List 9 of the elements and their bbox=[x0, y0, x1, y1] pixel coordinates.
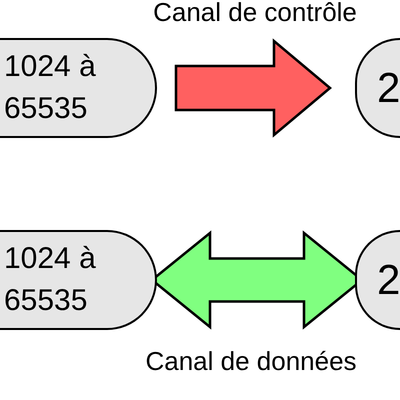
port-number: 1024 à 65535 bbox=[4, 49, 97, 127]
port-number: 1024 à 65535 bbox=[4, 241, 97, 319]
edge-label: Canal de contrôle bbox=[153, 0, 357, 27]
port-pill bbox=[0, 230, 157, 330]
port-number: 2 bbox=[377, 259, 400, 301]
edge-label: Canal de données bbox=[145, 346, 357, 376]
block-arrow bbox=[174, 38, 332, 138]
port-number: 2 bbox=[377, 67, 400, 109]
port-pill bbox=[0, 38, 157, 138]
